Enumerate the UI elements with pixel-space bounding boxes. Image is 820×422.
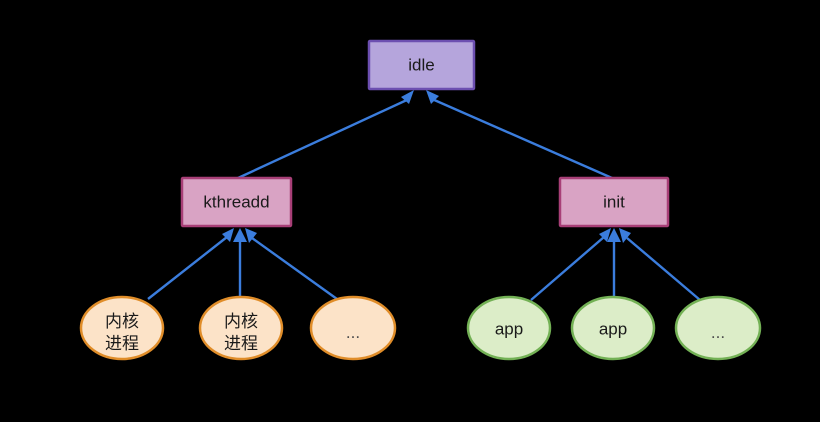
- node-kernel-thread-1[interactable]: 内核 进程: [79, 295, 165, 361]
- node-app-1-label: app: [495, 319, 523, 338]
- node-kernel-thread-2-label-line2: 进程: [224, 334, 258, 354]
- edge-app-1-to-init-line: [530, 236, 605, 301]
- edge-layer: [147, 90, 701, 301]
- node-kernel-thread-more[interactable]: ...: [309, 295, 397, 361]
- edge-kthreadd-to-idle: [237, 90, 414, 180]
- node-idle[interactable]: idle: [367, 39, 476, 91]
- edge-kernel-thread-1-to-kthreadd-arrowhead: [222, 228, 234, 242]
- node-kernel-thread-1-label-line2: 进程: [105, 334, 139, 354]
- edge-kernel-thread-2-to-kthreadd: [233, 228, 247, 297]
- node-app-more[interactable]: ...: [674, 295, 762, 361]
- node-init-shape[interactable]: [558, 176, 670, 228]
- edge-init-to-idle: [426, 90, 613, 180]
- edge-app-more-to-init-line: [626, 237, 701, 301]
- edge-app-1-to-init: [530, 228, 611, 301]
- edge-kernel-thread-more-to-kthreadd: [245, 228, 338, 300]
- node-kthreadd[interactable]: kthreadd: [180, 176, 293, 228]
- edge-kernel-thread-more-to-kthreadd-arrowhead: [245, 228, 257, 243]
- node-app-2[interactable]: app: [570, 295, 656, 361]
- node-app-1-shape[interactable]: [466, 295, 552, 361]
- edge-app-2-to-init: [607, 228, 621, 297]
- edge-app-more-to-init-arrowhead: [619, 228, 631, 243]
- node-kthreadd-label: kthreadd: [203, 192, 269, 211]
- node-kernel-thread-more-shape[interactable]: [309, 295, 397, 361]
- node-kernel-thread-1-label-line1: 内核: [105, 312, 139, 332]
- node-init[interactable]: init: [558, 176, 670, 228]
- node-kernel-thread-2[interactable]: 内核 进程: [198, 295, 284, 361]
- edge-kernel-thread-1-to-kthreadd-line: [147, 236, 228, 300]
- edge-kernel-thread-2-to-kthreadd-arrowhead: [233, 228, 247, 242]
- node-app-more-label: ...: [711, 323, 725, 342]
- node-app-1[interactable]: app: [466, 295, 552, 361]
- edge-app-more-to-init: [619, 228, 701, 301]
- edge-kernel-thread-more-to-kthreadd-line: [251, 237, 338, 300]
- node-idle-label: idle: [408, 55, 434, 74]
- node-init-label: init: [603, 192, 625, 211]
- node-app-2-label: app: [599, 319, 627, 338]
- edge-kernel-thread-1-to-kthreadd: [147, 228, 234, 300]
- node-kthreadd-shape[interactable]: [180, 176, 293, 228]
- edge-app-1-to-init-arrowhead: [599, 228, 611, 242]
- edge-kthreadd-to-idle-arrowhead: [401, 90, 414, 104]
- node-layer: idle kthreadd init 内核 进程 内核: [79, 39, 762, 361]
- node-kernel-thread-1-shape[interactable]: [79, 295, 165, 361]
- node-kernel-thread-2-shape[interactable]: [198, 295, 284, 361]
- edge-init-to-idle-line: [431, 97, 613, 180]
- node-idle-shape[interactable]: [367, 39, 476, 91]
- edge-kthreadd-to-idle-line: [237, 97, 410, 180]
- node-app-more-shape[interactable]: [674, 295, 762, 361]
- edge-init-to-idle-arrowhead: [426, 90, 439, 104]
- node-app-2-shape[interactable]: [570, 295, 656, 361]
- node-kernel-thread-2-label-line1: 内核: [224, 312, 258, 332]
- edge-app-2-to-init-arrowhead: [607, 228, 621, 242]
- node-kernel-thread-more-label: ...: [346, 323, 360, 342]
